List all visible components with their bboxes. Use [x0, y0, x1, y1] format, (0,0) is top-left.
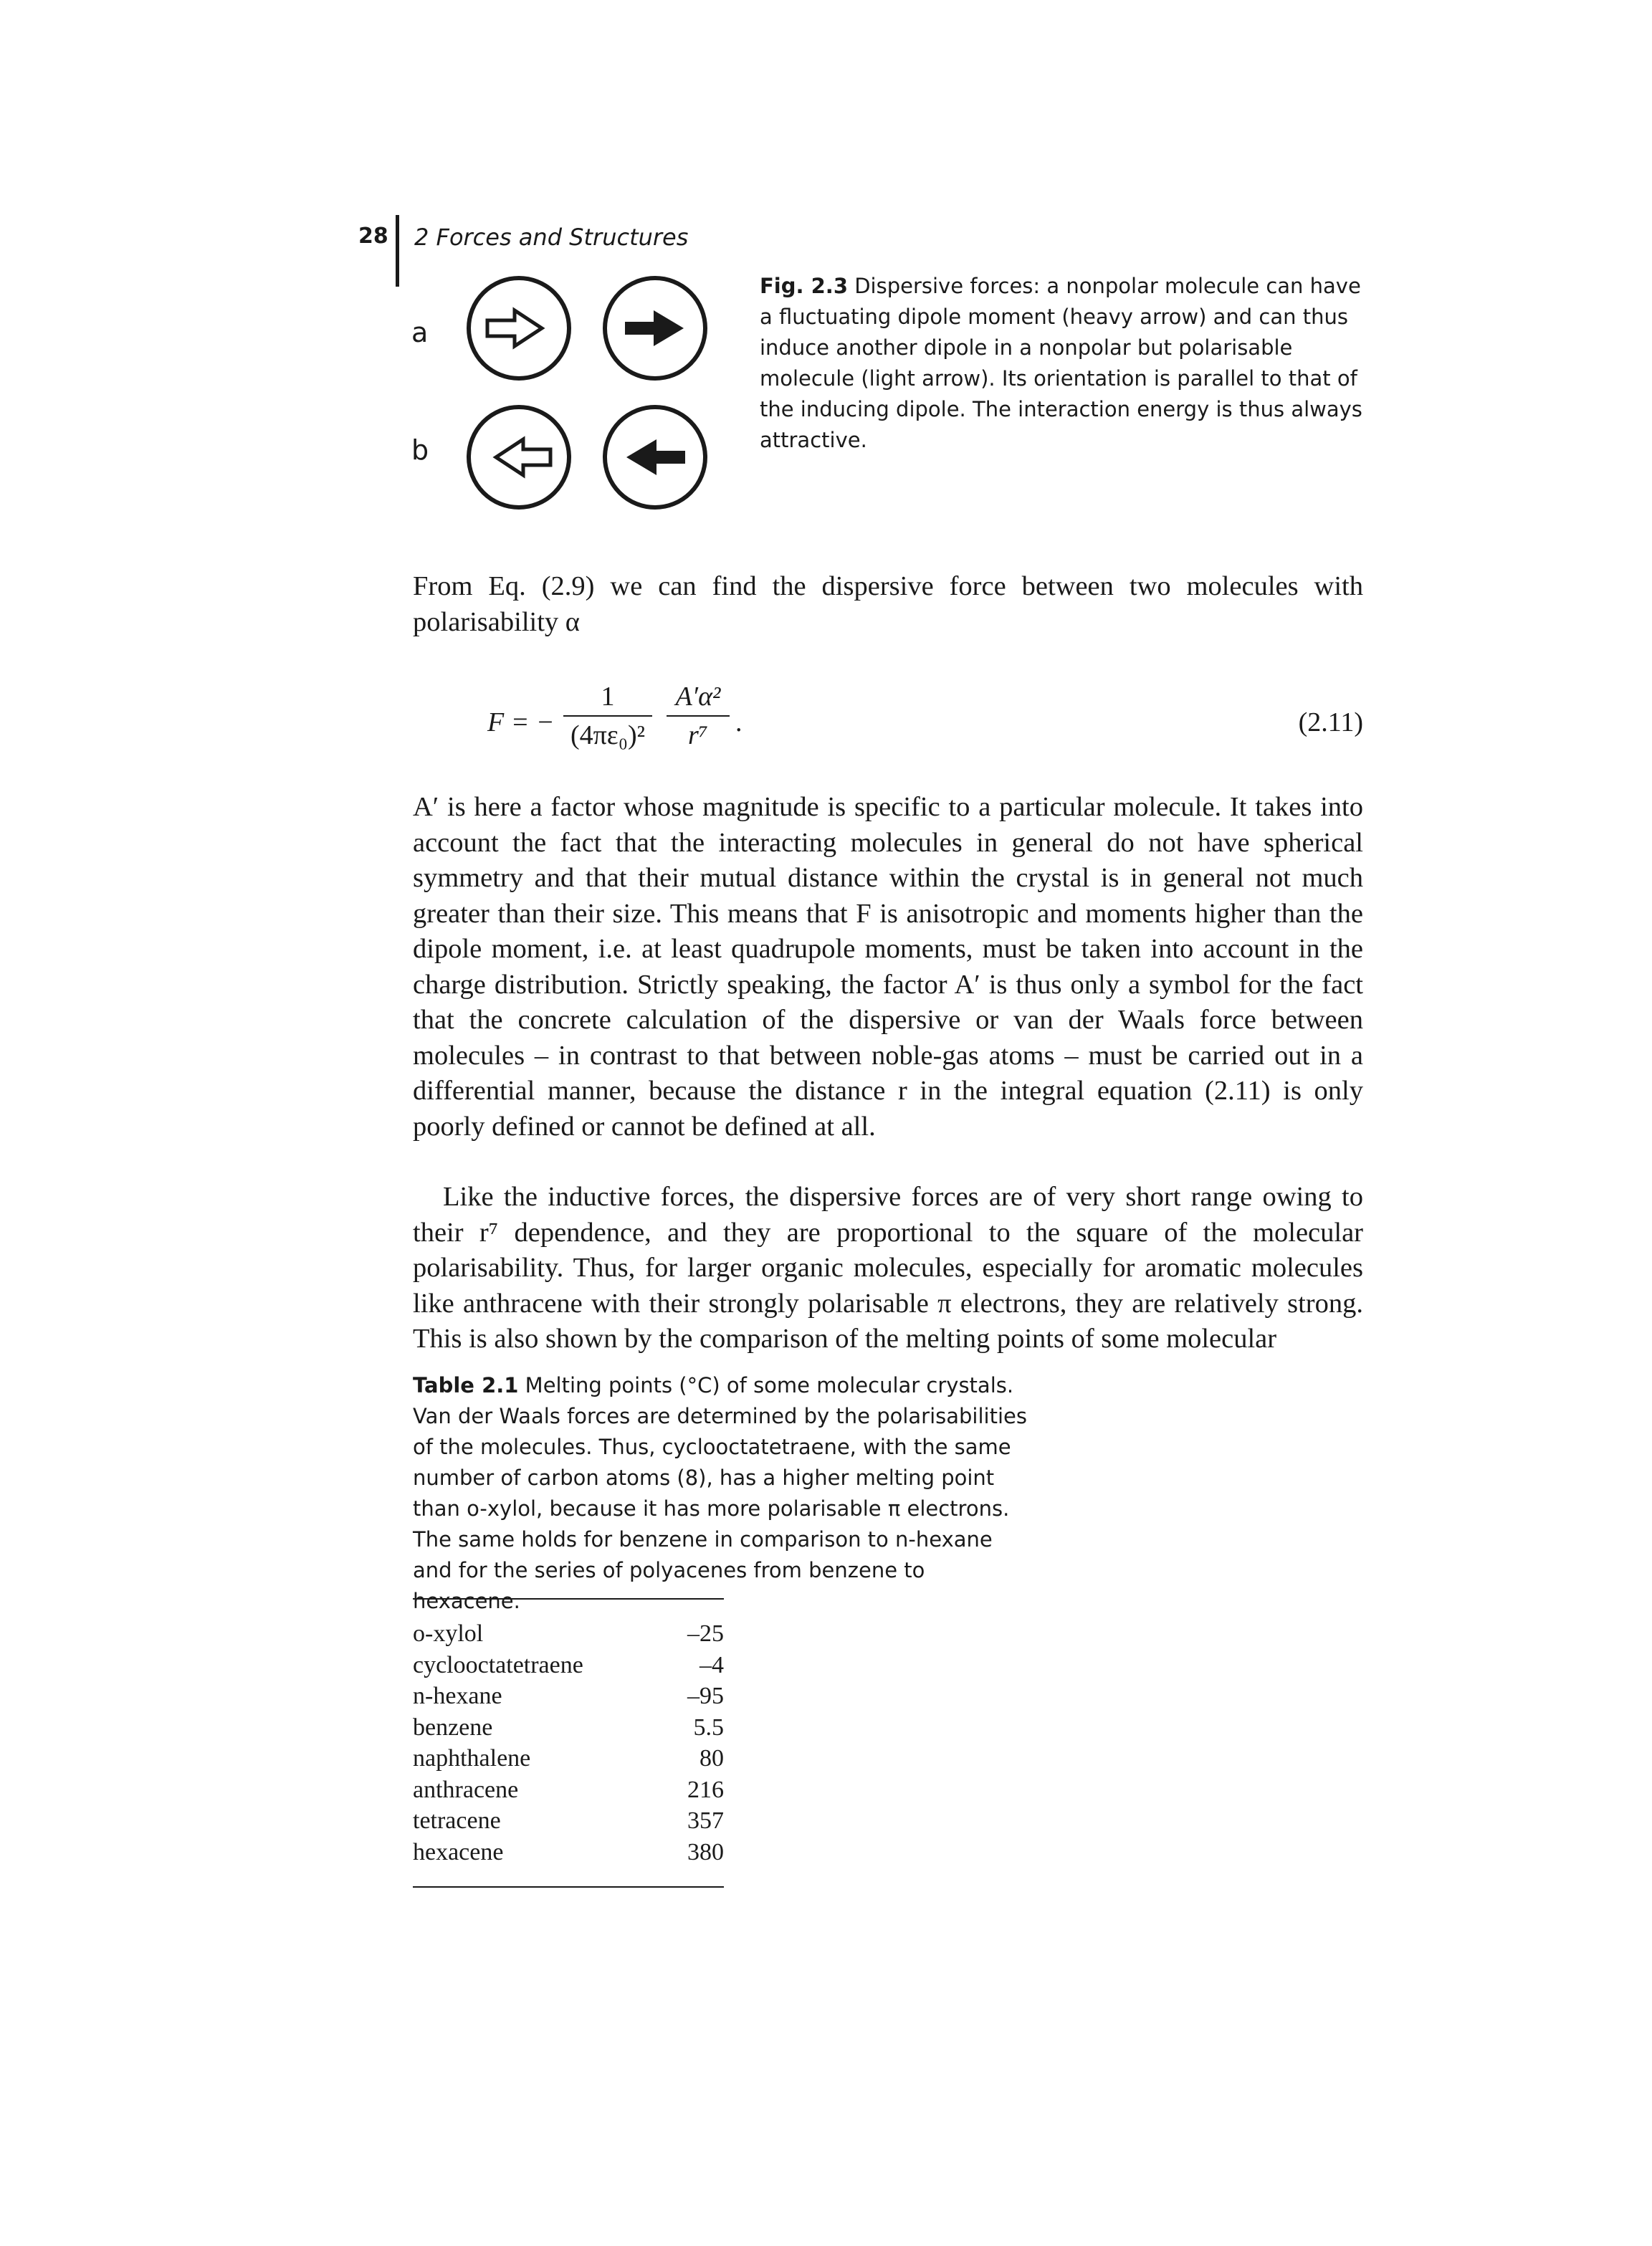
fraction-numerator: A′α² [675, 682, 721, 712]
page-number: 28 [358, 224, 388, 249]
equation-lhs: F = − [487, 707, 555, 737]
fraction-denominator: r⁷ [688, 720, 708, 750]
melting-point-value: –95 [687, 1683, 724, 1709]
table-label: Table 2.1 [413, 1373, 519, 1397]
compound-name: naphthalene [413, 1745, 531, 1772]
table-row: n-hexane –95 [413, 1681, 724, 1712]
melting-point-value: –4 [700, 1651, 724, 1678]
equation-number: (2.11) [1298, 707, 1363, 737]
table-caption: Table 2.1 Melting points (°C) of some mo… [413, 1370, 1029, 1617]
compound-name: anthracene [413, 1776, 519, 1803]
table-row: tetracene 357 [413, 1805, 724, 1837]
table-row: anthracene 216 [413, 1774, 724, 1806]
light-arrow-right-icon [485, 307, 545, 350]
figure-caption: Fig. 2.3 Dispersive forces: a nonpolar m… [760, 271, 1376, 456]
table-row: o-xylol –25 [413, 1618, 724, 1650]
panel-b [467, 405, 707, 510]
table-row: hexacene 380 [413, 1837, 724, 1868]
heavy-arrow-left-icon [626, 439, 685, 475]
body-paragraph-1: A′ is here a factor whose magnitude is s… [413, 792, 1363, 1142]
table-bottom-rule [413, 1886, 724, 1888]
running-head: 2 Forces and Structures [414, 224, 689, 251]
molecule-circle [603, 276, 707, 381]
molecule-circle [467, 276, 571, 381]
fraction-bar [563, 715, 652, 717]
table-row: benzene 5.5 [413, 1712, 724, 1744]
table-row: cyclooctatetraene –4 [413, 1650, 724, 1681]
compound-name: tetracene [413, 1807, 501, 1834]
fraction-prefactor: 1 (4πε₀)² [563, 681, 652, 751]
dipole-diagram [467, 276, 707, 510]
body-paragraph-2: Like the inductive forces, the dispersiv… [413, 1182, 1363, 1354]
fraction-bar [667, 715, 730, 717]
melting-point-value: 80 [700, 1745, 724, 1772]
compound-name: hexacene [413, 1838, 504, 1865]
molecule-circle [603, 405, 707, 510]
table-row: naphthalene 80 [413, 1743, 724, 1774]
compound-name: benzene [413, 1714, 493, 1741]
light-arrow-left-icon [492, 436, 553, 479]
equation-period: . [735, 707, 743, 737]
melting-point-value: 357 [687, 1807, 724, 1834]
melting-point-value: 216 [687, 1776, 724, 1803]
panel-label-b: b [411, 434, 429, 466]
figure-dipoles: a b [401, 265, 731, 537]
table-body: o-xylol –25 cyclooctatetraene –4 n-hexane –95… [413, 1600, 724, 1886]
molecule-circle [467, 405, 571, 510]
panel-label-a: a [411, 317, 429, 348]
equation-2-11: F = − 1 (4πε₀)² A′α² r⁷ . (2.11) [487, 681, 1363, 767]
fraction-denominator: (4πε₀)² [570, 720, 646, 750]
figure-label: Fig. 2.3 [760, 274, 848, 298]
intro-paragraph: From Eq. (2.9) we can find the dispersiv… [413, 571, 1363, 637]
compound-name: o-xylol [413, 1620, 484, 1647]
figure-caption-text: Dispersive forces: a nonpolar molecule c… [760, 274, 1362, 452]
header-rule [396, 215, 399, 287]
fraction-main: A′α² r⁷ [667, 681, 730, 751]
melting-points-table: o-xylol –25 cyclooctatetraene –4 n-hexane –95… [413, 1598, 724, 1888]
melting-point-value: 380 [687, 1838, 724, 1865]
heavy-arrow-right-icon [625, 310, 684, 346]
table-caption-text: Melting points (°C) of some molecular cr… [413, 1373, 1027, 1613]
melting-point-value: –25 [687, 1620, 724, 1647]
panel-a [467, 276, 707, 381]
compound-name: n-hexane [413, 1683, 502, 1709]
compound-name: cyclooctatetraene [413, 1651, 583, 1678]
fraction-numerator: 1 [601, 682, 615, 712]
melting-point-value: 5.5 [693, 1714, 725, 1741]
table-top-rule [413, 1598, 724, 1600]
